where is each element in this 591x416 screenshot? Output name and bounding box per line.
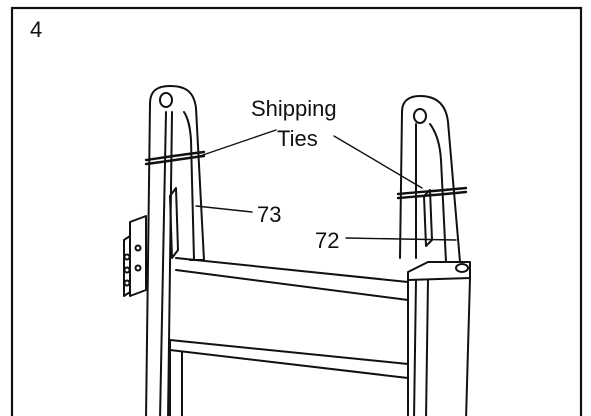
- leader-lines: [195, 129, 457, 241]
- callout-shipping-line1: Shipping: [251, 96, 337, 121]
- callout-part-72: 72: [315, 228, 339, 253]
- shipping-ties: [144, 150, 468, 200]
- callout-part-73: 73: [257, 202, 281, 227]
- crossbar-frame: [169, 257, 409, 416]
- callout-shipping-line2: Ties: [277, 126, 318, 151]
- step-number: 4: [30, 17, 42, 42]
- figure-border: [10, 6, 583, 416]
- right-upright: [399, 95, 471, 416]
- callout-labels: Shipping Ties 73 72: [251, 96, 339, 253]
- left-upright: [123, 85, 205, 416]
